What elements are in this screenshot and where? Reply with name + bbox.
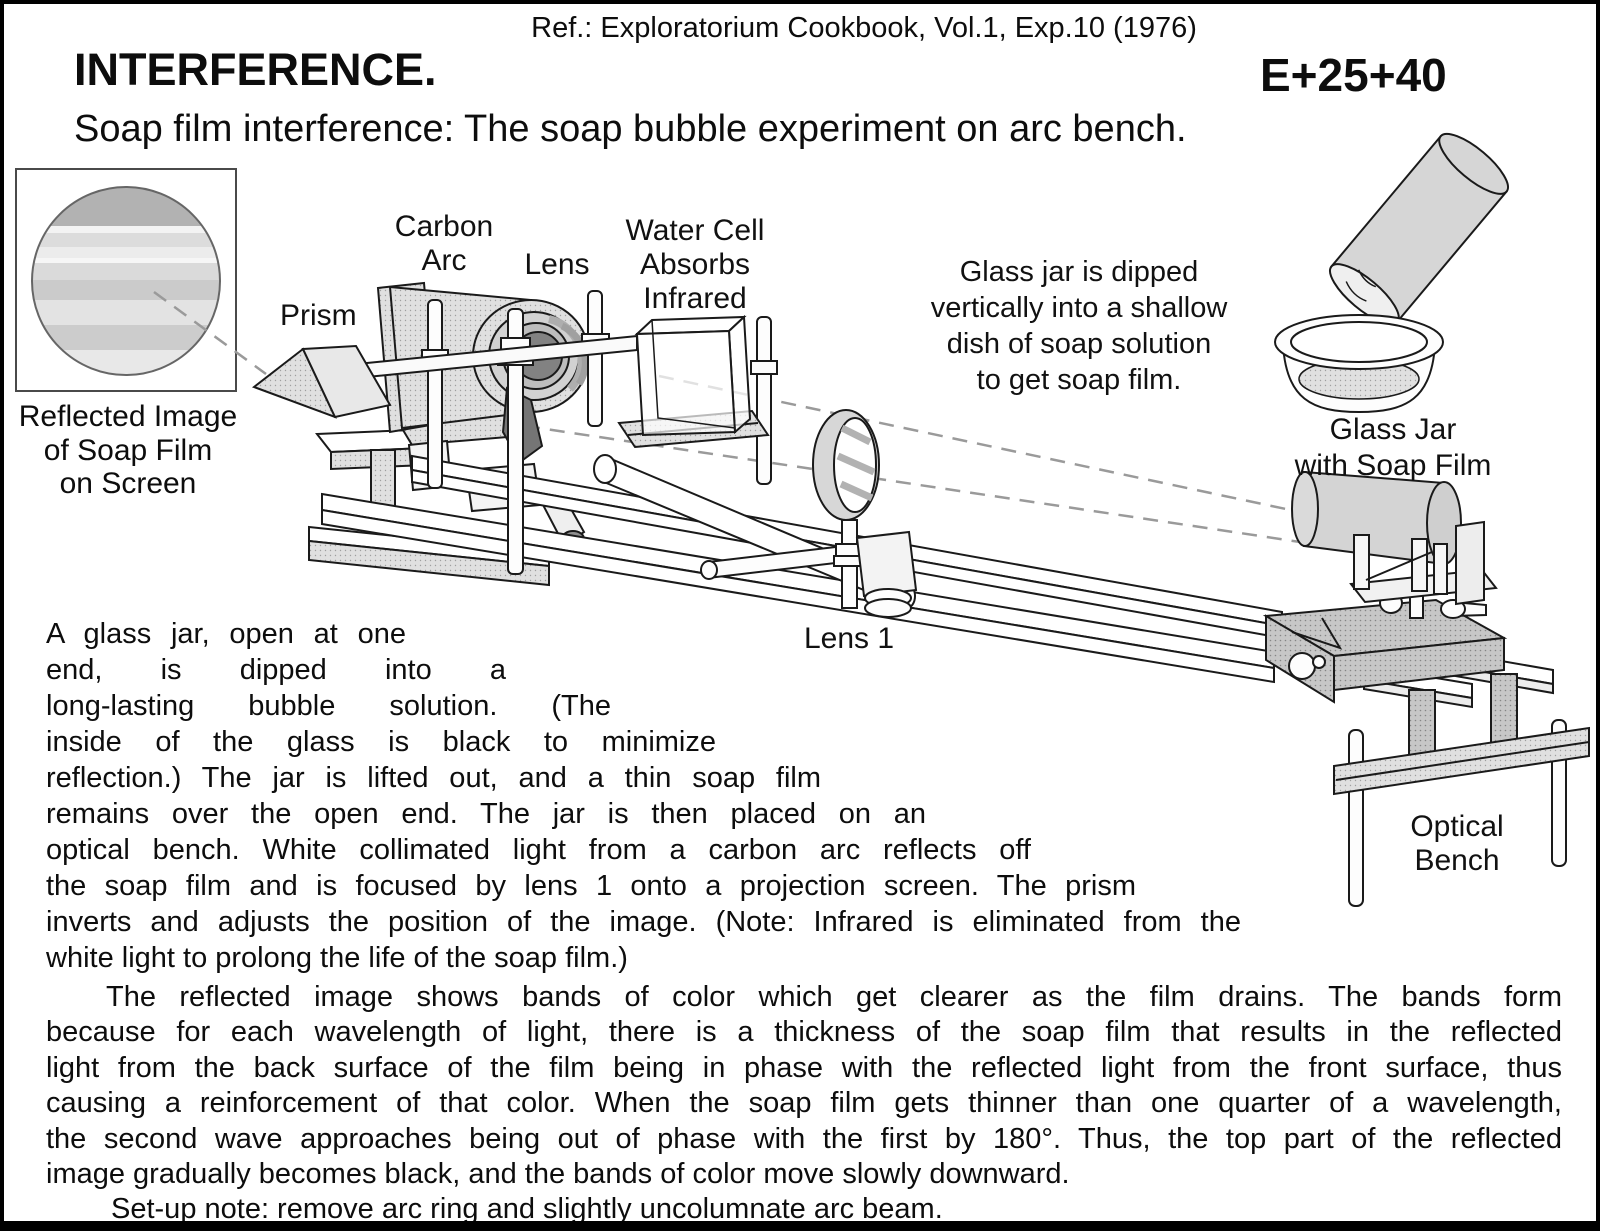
label-line: Absorbs xyxy=(639,248,751,281)
body-line: The reflected image shows bands of color… xyxy=(106,981,1562,1013)
apparatus-illustration xyxy=(15,132,1590,907)
body-line: reflection.) The jar is lifted out, and … xyxy=(46,762,821,794)
prism xyxy=(251,334,638,419)
body-line: Set-up note: remove arc ring and slightl… xyxy=(111,1193,943,1226)
screen-caption-line: Reflected Image xyxy=(18,400,238,433)
label-line: Water Cell xyxy=(625,214,765,247)
body-line: remains over the open end. The jar is th… xyxy=(46,798,926,830)
label-line: Arc xyxy=(421,244,467,277)
jar-carriage xyxy=(1262,592,1590,907)
label-prism: Prism xyxy=(280,299,357,332)
label-line: Carbon xyxy=(394,210,494,243)
screen-caption-line: on Screen xyxy=(59,467,197,500)
label-line: dish of soap solution xyxy=(946,328,1212,360)
body-line: causing a reinforcement of that color. W… xyxy=(46,1087,1562,1120)
body-paragraph-2: The reflected image shows bands of color… xyxy=(46,980,1562,1226)
label-line: Bench xyxy=(1414,844,1500,877)
screen-inset xyxy=(15,168,237,392)
body-line: the second wave approaches being out of … xyxy=(46,1122,1562,1155)
body-line: light from the back surface of the film … xyxy=(46,1051,1562,1084)
interference-band xyxy=(32,247,220,258)
screen-caption-line: of Soap Film xyxy=(43,433,213,467)
label-line: Glass Jar xyxy=(1329,413,1457,446)
body-line: white light to prolong the life of the s… xyxy=(46,942,628,974)
label-lens: Lens xyxy=(524,248,590,281)
reference-line: Ref.: Exploratorium Cookbook, Vol.1, Exp… xyxy=(531,12,1197,44)
body-line: A glass jar, open at one xyxy=(46,618,406,650)
jar-dip-inset xyxy=(1274,132,1509,414)
label-line: Glass jar is dipped xyxy=(959,256,1199,288)
glass-jar-soap-film xyxy=(1291,470,1498,606)
screen-caption: Reflected Image of Soap Film on Screen xyxy=(4,400,252,501)
body-line: image gradually becomes black, and the b… xyxy=(46,1157,1070,1190)
lens-1 xyxy=(700,409,918,618)
support-rods xyxy=(421,290,778,575)
body-line: inside of the glass is black to minimize xyxy=(46,726,716,758)
page-title: INTERFERENCE. xyxy=(74,44,437,95)
label-glass-jar: Glass Jar with Soap Film xyxy=(1272,412,1514,484)
label-line: to get soap film. xyxy=(976,364,1182,396)
body-paragraph-1: A glass jar, open at one end, is dipped … xyxy=(46,616,1296,976)
label-lens-1: Lens 1 xyxy=(804,622,895,655)
label-dip-note: Glass jar is dipped vertically into a sh… xyxy=(884,254,1274,398)
label-line: Optical xyxy=(1410,810,1504,843)
interference-band xyxy=(32,325,220,350)
body-line: optical bench. White collimated light fr… xyxy=(46,834,1031,866)
interference-band xyxy=(32,258,220,263)
label-carbon-arc: Carbon Arc xyxy=(364,210,524,278)
interference-band xyxy=(32,263,220,280)
page-subtitle: Soap film interference: The soap bubble … xyxy=(74,108,1187,150)
body-line: end, is dipped into a xyxy=(46,654,506,686)
water-cell xyxy=(617,314,770,449)
label-water-cell: Water Cell Absorbs Infrared xyxy=(606,214,784,316)
body-line: because for each wavelength of light, th… xyxy=(46,1016,1562,1049)
interference-band xyxy=(32,300,220,325)
body-line: inverts and adjusts the position of the … xyxy=(46,906,1241,938)
interference-band xyxy=(32,280,220,300)
interference-band xyxy=(32,233,220,247)
interference-band xyxy=(32,226,220,233)
exhibit-code: E+25+40 xyxy=(1260,49,1447,101)
label-optical-bench: Optical Bench xyxy=(1392,810,1522,878)
label-line: with Soap Film xyxy=(1294,449,1492,482)
body-line: long-lasting bubble solution. (The xyxy=(46,690,611,722)
label-line: vertically into a shallow xyxy=(930,292,1228,324)
label-line: Infrared xyxy=(643,282,747,315)
body-line: the soap film and is focused by lens 1 o… xyxy=(46,870,1136,902)
